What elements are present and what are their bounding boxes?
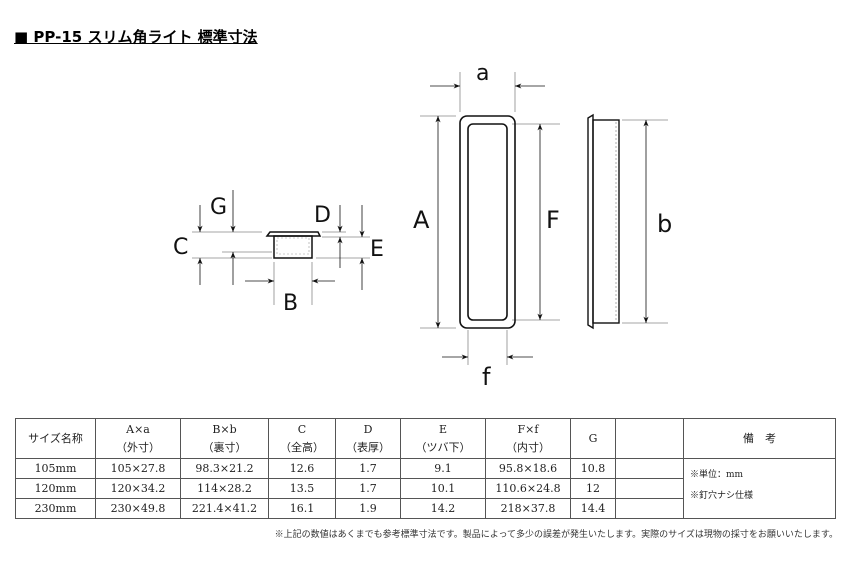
cell: 114×28.2	[180, 478, 269, 499]
cell	[615, 458, 684, 479]
header-size-name: サイズ名称	[15, 418, 96, 459]
side-view	[587, 113, 668, 330]
cell: 1.9	[335, 498, 401, 519]
cell: 12	[570, 478, 616, 499]
remark-spec: ※釘穴ナシ仕様	[690, 491, 754, 501]
cell: 230×49.8	[95, 498, 181, 519]
cell: 105mm	[15, 458, 96, 479]
header-E: E（ツバ下）	[400, 418, 486, 459]
cell: 110.6×24.8	[485, 478, 571, 499]
side-section-view	[192, 190, 370, 305]
cell: 10.1	[400, 478, 486, 499]
remark-unit: ※単位：mm	[690, 470, 744, 480]
label-G: G	[210, 195, 227, 220]
label-D: D	[314, 203, 331, 228]
footnote: ※上記の数値はあくまでも参考標準寸法です。製品によって多少の誤差が発生いたします…	[274, 530, 838, 540]
front-view	[420, 72, 560, 365]
header-F-f: F×f（内寸）	[485, 418, 571, 459]
cell: 95.8×18.6	[485, 458, 571, 479]
cell: 10.8	[570, 458, 616, 479]
page-title: ■ PP-15 スリム角ライト 標準寸法	[14, 28, 258, 46]
cell: 120mm	[15, 478, 96, 499]
label-E: E	[370, 237, 384, 262]
cell: 16.1	[268, 498, 336, 519]
header-C: C（全高）	[268, 418, 336, 459]
header-blank	[615, 418, 684, 459]
cell: 221.4×41.2	[180, 498, 269, 519]
cell	[615, 498, 684, 519]
label-f: f	[482, 363, 491, 391]
label-A: A	[413, 206, 430, 234]
cell: 230mm	[15, 498, 96, 519]
header-B-b: B×b（裏寸）	[180, 418, 269, 459]
label-C: C	[173, 235, 188, 260]
cell: 1.7	[335, 478, 401, 499]
header-remarks: 備 考	[683, 418, 836, 459]
cell: 14.2	[400, 498, 486, 519]
label-F: F	[546, 206, 560, 234]
header-A-a: A×a（外寸）	[95, 418, 181, 459]
dimension-table: サイズ名称 A×a（外寸） B×b（裏寸） C（全高） D（表厚） E（ツバ下）…	[15, 418, 836, 519]
cell: 218×37.8	[485, 498, 571, 519]
header-D: D（表厚）	[335, 418, 401, 459]
cell: 120×34.2	[95, 478, 181, 499]
small-lamp-shape	[265, 231, 322, 259]
label-a: a	[476, 61, 489, 86]
table-header-row: サイズ名称 A×a（外寸） B×b（裏寸） C（全高） D（表厚） E（ツバ下）…	[15, 418, 836, 459]
cell	[615, 478, 684, 499]
dimension-diagram: a A F b f B C G D E	[173, 61, 672, 391]
header-G: G	[570, 418, 616, 459]
cell: 13.5	[268, 478, 336, 499]
label-B: B	[283, 291, 298, 316]
remarks-cell: ※単位：mm ※釘穴ナシ仕様	[683, 458, 836, 519]
cell: 12.6	[268, 458, 336, 479]
cell: 14.4	[570, 498, 616, 519]
cell: 105×27.8	[95, 458, 181, 479]
label-b: b	[657, 210, 672, 238]
cell: 1.7	[335, 458, 401, 479]
cell: 98.3×21.2	[180, 458, 269, 479]
cell: 9.1	[400, 458, 486, 479]
